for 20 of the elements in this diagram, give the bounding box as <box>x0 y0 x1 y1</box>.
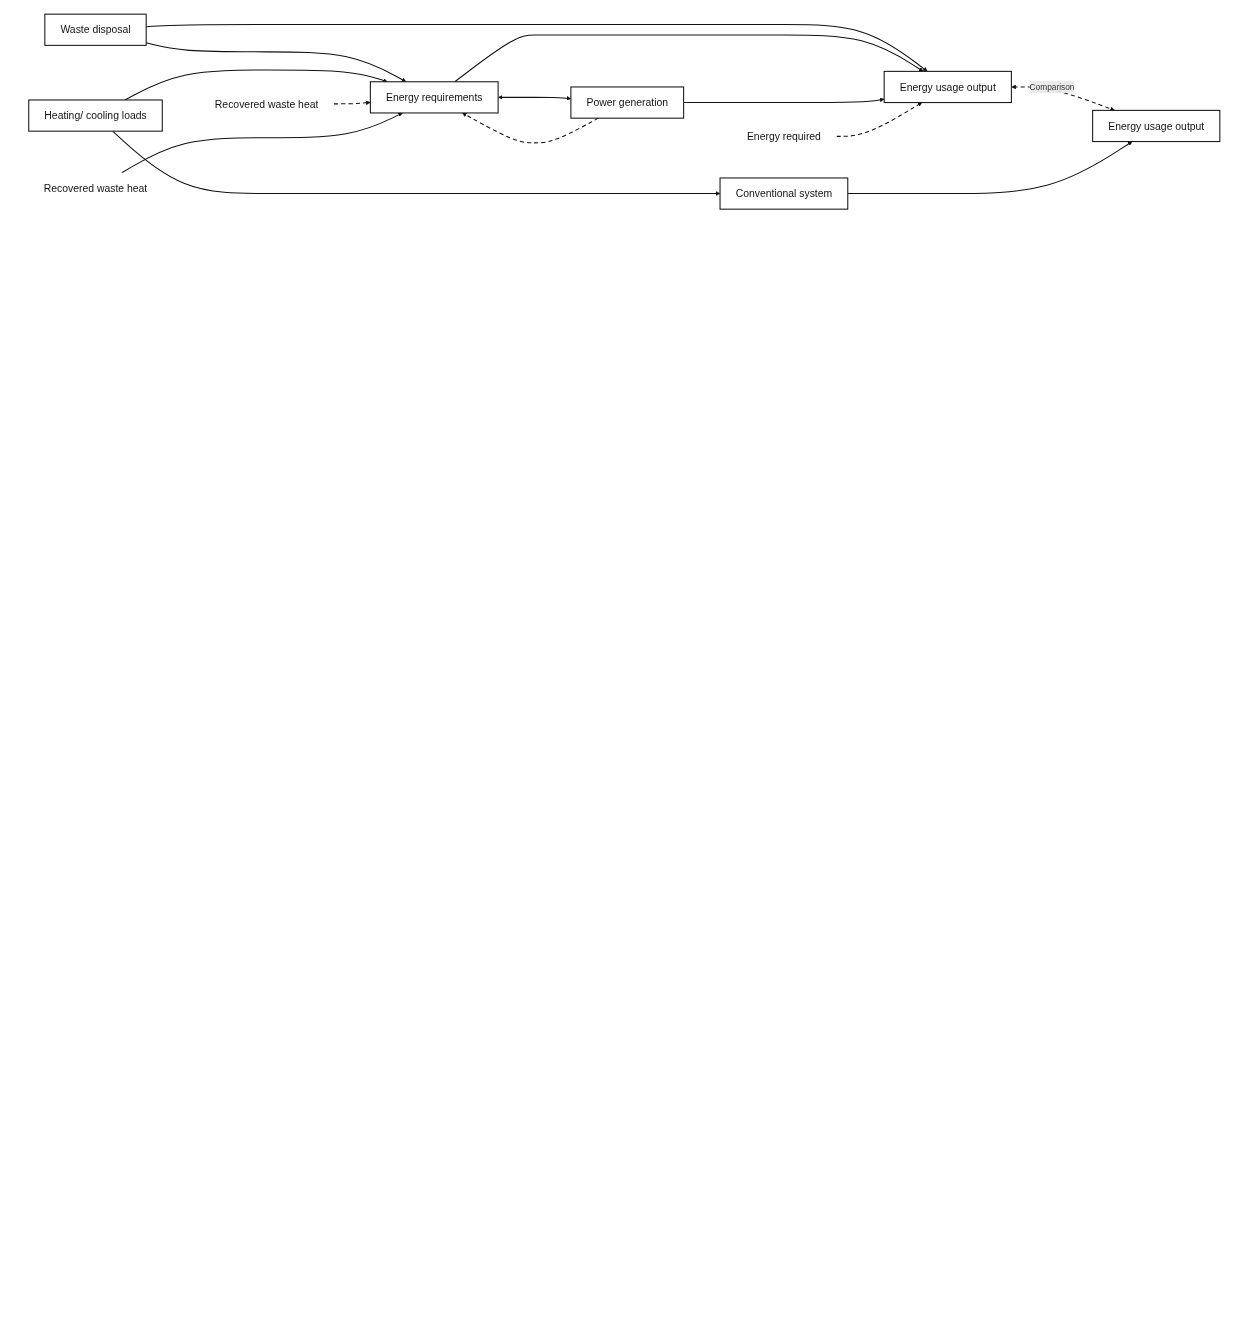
node-text: Recovered waste heat <box>43 182 148 195</box>
node-text: Recovered waste heat <box>214 98 319 110</box>
node-box: Energy usage output <box>883 70 1012 104</box>
edge-label: Comparison <box>1029 82 1075 92</box>
node-box: Waste disposal <box>44 13 147 46</box>
arrow <box>112 130 721 196</box>
node-box: Energy usage output <box>1092 109 1221 143</box>
arrow <box>836 102 923 137</box>
arrow <box>454 34 924 83</box>
arrow <box>121 112 403 174</box>
arrow <box>333 100 371 106</box>
node-box: Heating/ cooling loads <box>28 99 163 132</box>
node-text: Energy required <box>746 130 821 143</box>
node-box: Energy requirements <box>369 81 499 114</box>
node-box: Conventional system <box>719 177 849 210</box>
arrow <box>462 112 599 144</box>
arrow <box>847 141 1133 195</box>
arrow <box>683 97 885 104</box>
arrow <box>124 69 388 101</box>
node-box: Power generation <box>570 86 685 119</box>
